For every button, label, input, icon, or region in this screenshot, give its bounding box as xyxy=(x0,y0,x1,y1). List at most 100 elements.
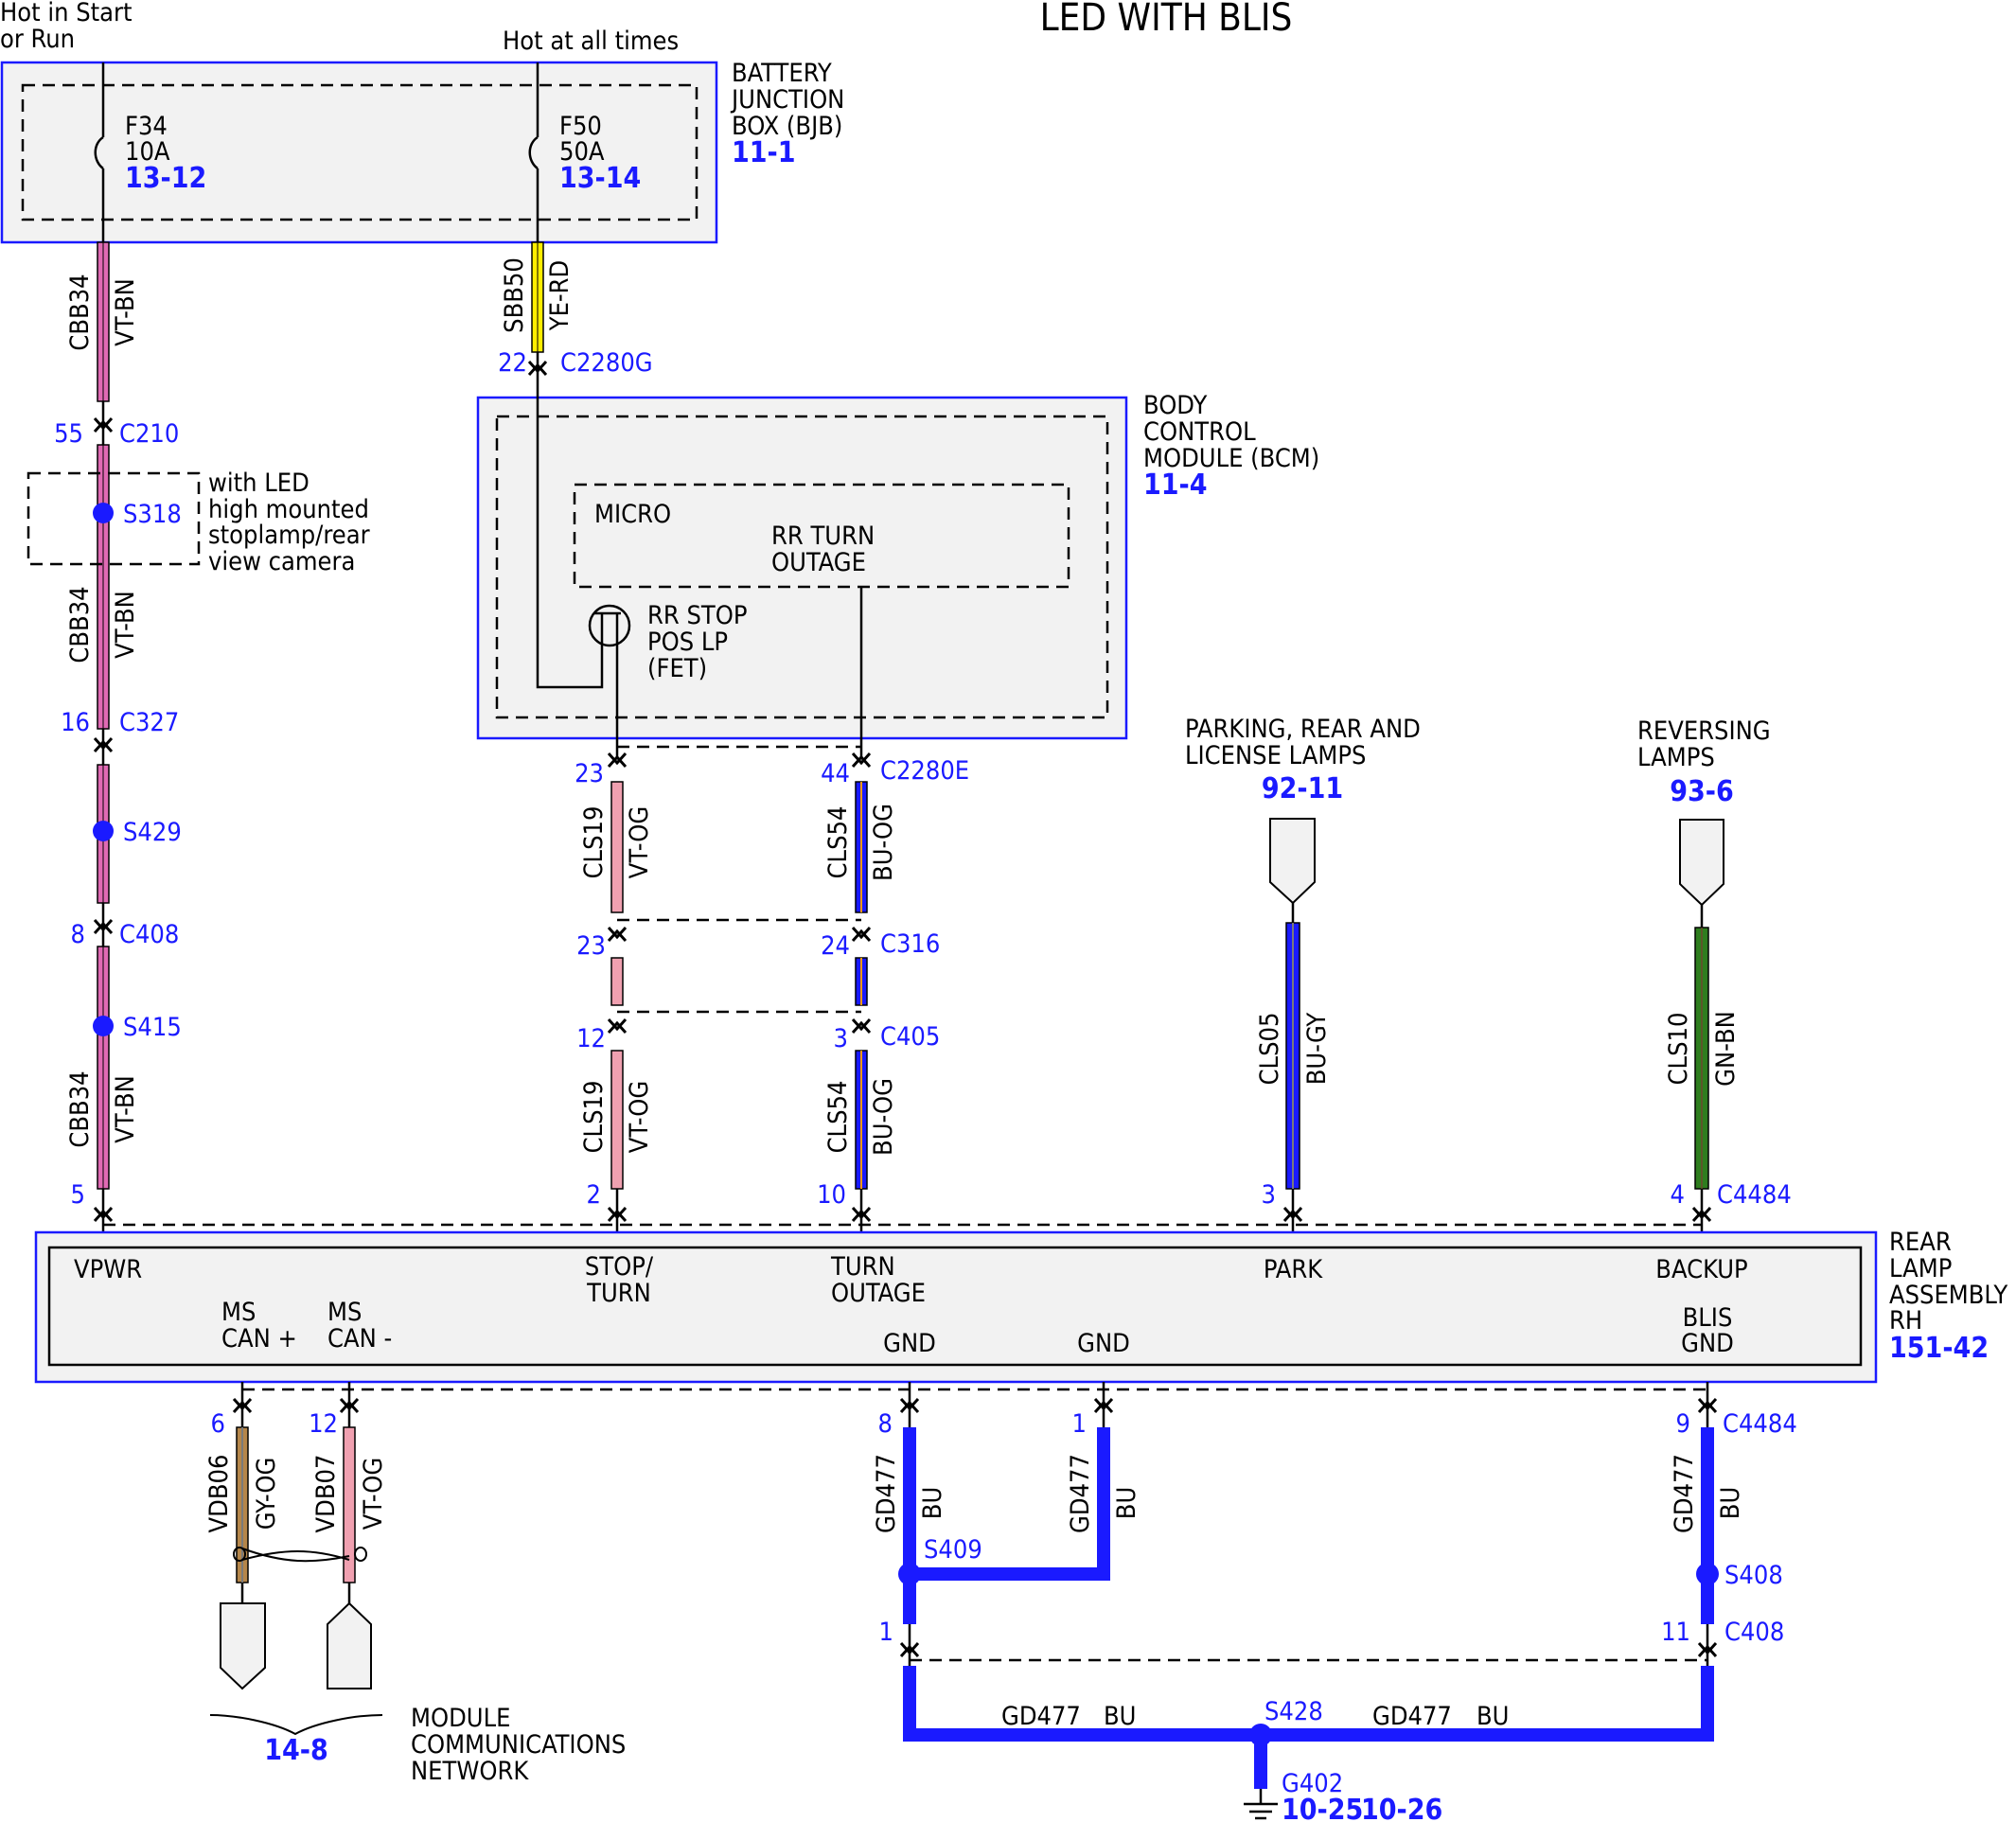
gd477-bus-right-circuit: GD477 xyxy=(1372,1702,1452,1731)
pin-blis-gnd-label-2: GND xyxy=(1681,1329,1734,1358)
f34-rating: 10A xyxy=(125,137,170,167)
rear-lamp-name-2: LAMP xyxy=(1889,1254,1952,1283)
g402-label[interactable]: G402 xyxy=(1282,1769,1343,1798)
reversing-ref[interactable]: 93-6 xyxy=(1670,775,1734,808)
s318-splice-dot xyxy=(93,503,114,523)
reversing-connector-icon xyxy=(1679,819,1724,907)
gd477-bus-right-color: BU xyxy=(1477,1702,1509,1731)
hot-start-run-label-2: or Run xyxy=(0,25,75,54)
s415-splice-dot xyxy=(93,1016,114,1036)
gd477-gnd2-circuit: GD477 xyxy=(1066,1454,1095,1533)
c4484-blisgnd-pin: 9 xyxy=(1676,1409,1690,1439)
option-box-s318 xyxy=(27,471,201,566)
pin-stop-turn-label-1: STOP/ xyxy=(585,1252,654,1282)
fet-label-3: (FET) xyxy=(647,654,707,683)
hot-all-times-label: Hot at all times xyxy=(503,27,679,56)
c2280e-stop-arrow-icon xyxy=(607,752,628,769)
cls10-color: GN-BN xyxy=(1711,1011,1741,1087)
s409-label[interactable]: S409 xyxy=(924,1535,982,1565)
c2280g-name[interactable]: C2280G xyxy=(560,348,653,378)
bjb-ref[interactable]: 11-1 xyxy=(732,136,796,169)
c4484-gnd2-pin: 1 xyxy=(1072,1409,1087,1439)
cls19-circuit-1: CLS19 xyxy=(579,806,609,879)
bcm-box xyxy=(476,396,1128,740)
sbb50-circuit: SBB50 xyxy=(500,257,529,333)
c4484-top-name[interactable]: C4484 xyxy=(1717,1180,1792,1210)
c327-pin: 16 xyxy=(61,708,90,737)
cls54-circuit-2: CLS54 xyxy=(823,1081,853,1154)
reversing-label-2: LAMPS xyxy=(1637,743,1715,772)
cls54-circuit-1: CLS54 xyxy=(823,806,853,879)
bjb-name-3: BOX (BJB) xyxy=(732,112,842,141)
gd477-c408-left-down xyxy=(903,1666,916,1740)
vdb07-circuit: VDB07 xyxy=(311,1455,341,1533)
c408-vpwr-pin: 8 xyxy=(71,920,85,949)
network-brace-icon xyxy=(209,1714,383,1736)
vdb06-color: GY-OG xyxy=(252,1458,281,1530)
gd477-bottom-bus xyxy=(903,1728,1709,1742)
g402-ref-2[interactable]: 10-26 xyxy=(1361,1794,1442,1822)
cls19-circuit-2: CLS19 xyxy=(579,1081,609,1154)
bcm-ref[interactable]: 11-4 xyxy=(1143,469,1208,502)
c405-name[interactable]: C405 xyxy=(880,1022,940,1052)
s429-label[interactable]: S429 xyxy=(123,818,182,847)
pin-ms-can-minus-label-1: MS xyxy=(327,1298,362,1327)
rear-lamp-name-1: REAR xyxy=(1889,1228,1952,1257)
pin-ms-can-minus-label-2: CAN - xyxy=(327,1324,392,1353)
c316-turn-pin: 24 xyxy=(821,931,850,961)
pin-park-label: PARK xyxy=(1264,1255,1323,1284)
network-connector-minus-icon xyxy=(327,1601,372,1689)
rear-lamp-ref[interactable]: 151-42 xyxy=(1889,1332,1989,1365)
c316-name[interactable]: C316 xyxy=(880,929,940,959)
parking-ref[interactable]: 92-11 xyxy=(1262,772,1343,805)
pin-gnd1-label: GND xyxy=(883,1329,936,1358)
s429-splice-dot xyxy=(93,821,114,841)
parking-label-2: LICENSE LAMPS xyxy=(1185,741,1366,770)
gd477-s409-down xyxy=(903,1573,916,1624)
c210-name[interactable]: C210 xyxy=(119,419,179,449)
c2280e-turn-pin: 44 xyxy=(821,759,850,788)
network-label-3: NETWORK xyxy=(411,1757,529,1786)
s318-label[interactable]: S318 xyxy=(123,500,182,529)
cls19-wire-seg3 xyxy=(610,1050,624,1190)
bcm-turn-outage-2: OUTAGE xyxy=(771,548,866,577)
s408-label[interactable]: S408 xyxy=(1724,1561,1783,1590)
twisted-pair-icon xyxy=(241,1548,350,1563)
pin-ms-can-plus-label-1: MS xyxy=(221,1298,256,1327)
c408-gnd-name[interactable]: C408 xyxy=(1724,1618,1784,1647)
c408-vpwr-name[interactable]: C408 xyxy=(119,920,179,949)
pin-ms-can-plus-label-2: CAN + xyxy=(221,1324,297,1353)
cbb34-circuit-2: CBB34 xyxy=(65,586,95,663)
s428-label[interactable]: S428 xyxy=(1264,1697,1323,1726)
c2280g-pin: 22 xyxy=(498,348,527,378)
sbb50-internal-route xyxy=(536,352,604,689)
c405-turn-pin: 3 xyxy=(834,1024,848,1053)
f34-ref[interactable]: 13-12 xyxy=(125,162,206,195)
g402-ref-1[interactable]: 10-25 xyxy=(1282,1794,1363,1822)
twisted-pair-right-loop xyxy=(354,1547,367,1562)
bcm-name-3: MODULE (BCM) xyxy=(1143,444,1319,473)
option-note-3: stoplamp/rear xyxy=(208,521,370,550)
parking-label-1: PARKING, REAR AND xyxy=(1185,715,1421,744)
cbb34-color-1: VT-BN xyxy=(111,278,140,346)
c327-name[interactable]: C327 xyxy=(119,708,179,737)
vdb06-circuit: VDB06 xyxy=(204,1455,234,1533)
cls05-color: BU-GY xyxy=(1302,1013,1332,1086)
network-ref[interactable]: 14-8 xyxy=(264,1734,328,1767)
cbb34-circuit-1: CBB34 xyxy=(65,274,95,350)
f50-ref[interactable]: 13-14 xyxy=(559,162,641,195)
option-note-2: high mounted xyxy=(208,495,369,524)
c316-turn-arrow-icon xyxy=(851,926,872,943)
c316-stop-arrow-icon xyxy=(607,926,628,943)
s415-label[interactable]: S415 xyxy=(123,1013,182,1042)
c4484-vpwr-pin: 5 xyxy=(71,1180,85,1210)
cls19-color-2: VT-OG xyxy=(625,1081,654,1153)
twisted-pair-left-loop xyxy=(233,1547,246,1562)
c2280e-name[interactable]: C2280E xyxy=(880,756,969,786)
c4484-bottom-name[interactable]: C4484 xyxy=(1723,1409,1797,1439)
s409-splice-dot xyxy=(898,1563,921,1585)
cls54-color-1: BU-OG xyxy=(869,804,898,881)
c408-gnd-right-pin: 11 xyxy=(1661,1618,1690,1647)
g402-ground-wire xyxy=(1254,1742,1267,1789)
